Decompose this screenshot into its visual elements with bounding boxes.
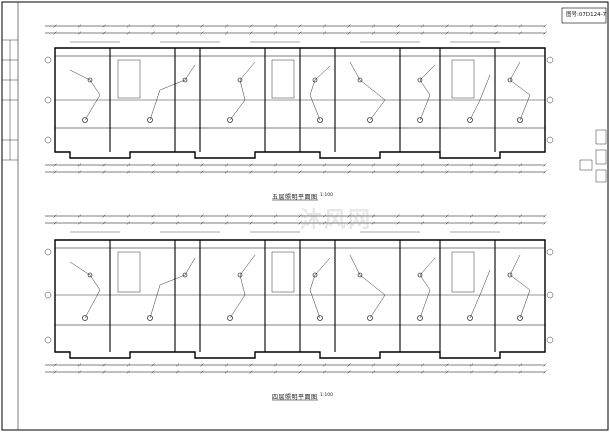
upper-floor-plan <box>44 25 554 173</box>
lower-floor-plan <box>44 215 554 373</box>
upper-plan-title: 五层照明平面图 <box>272 194 318 201</box>
lower-plan-title: 四层照明平面图 <box>272 394 318 401</box>
drawing-number: 图号:07D124-7 <box>566 12 607 18</box>
binding-strip <box>1 1 19 431</box>
dimension-ticks <box>53 24 547 374</box>
drawing-number-box <box>561 7 607 24</box>
binding-marks <box>2 39 18 161</box>
upper-plan-scale: 1:100 <box>320 193 333 198</box>
right-symbols <box>579 129 607 183</box>
watermark: 沐风网 <box>300 208 373 233</box>
lower-plan-scale: 1:100 <box>320 393 333 398</box>
